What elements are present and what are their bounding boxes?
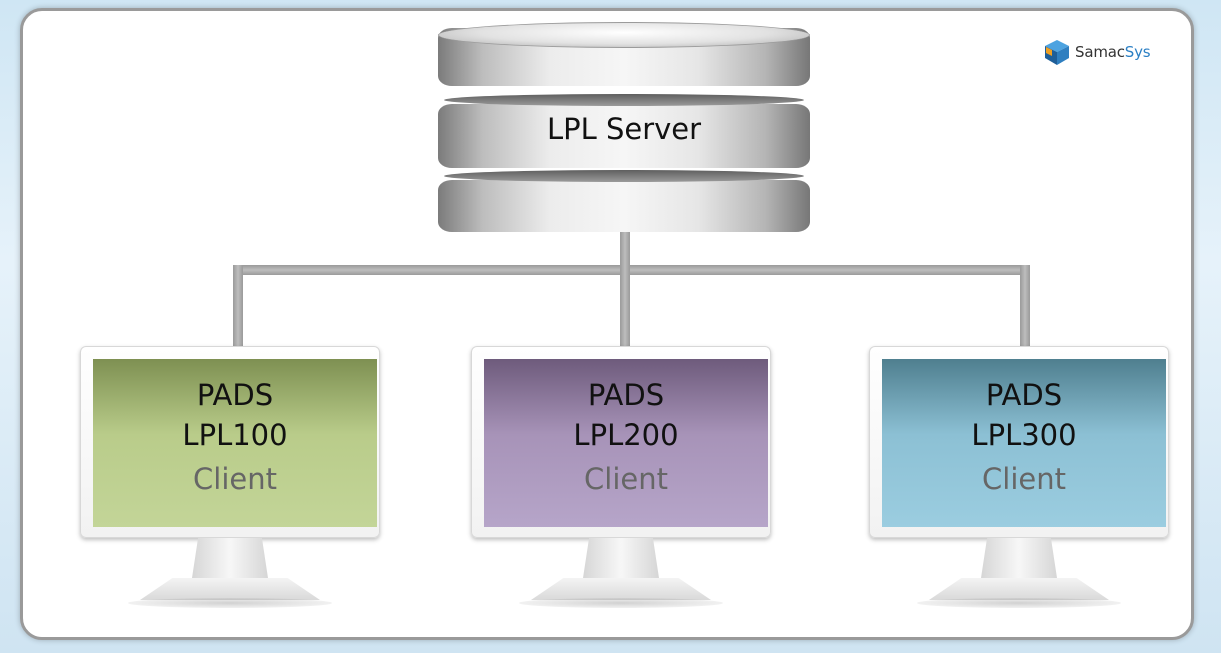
client-model: LPL200 [573,418,679,452]
client-monitor-lpl300: PADS LPL300 Client [869,346,1169,614]
monitor-bezel: PADS LPL200 Client [471,346,771,538]
monitor-neck [192,538,268,578]
connector-drop-3 [1020,265,1030,347]
server-top-cap [438,22,810,48]
client-role: Client [584,462,668,496]
connector-drop-1 [233,265,243,347]
monitor-foot [140,578,320,600]
client-model: LPL100 [182,418,288,452]
client-title: PADS [985,378,1063,412]
monitor-screen: PADS LPL100 Client [93,359,377,527]
monitor-foot [929,578,1109,600]
server-disk-middle [438,104,810,168]
monitor-neck [981,538,1057,578]
monitor-bezel: PADS LPL100 Client [80,346,380,538]
server-disk-separator [444,170,804,182]
monitor-screen: PADS LPL200 Client [484,359,768,527]
monitor-shadow [519,598,723,608]
connector-bus [233,265,1030,275]
monitor-shadow [128,598,332,608]
client-title: PADS [587,378,665,412]
server-disk-separator [444,94,804,106]
server-disk-bottom [438,180,810,232]
client-role: Client [193,462,277,496]
monitor-bezel: PADS LPL300 Client [869,346,1169,538]
samacsys-logo: SamacSys [1043,38,1151,66]
samacsys-cube-icon [1045,40,1069,65]
client-title: PADS [196,378,274,412]
logo-text-part2: Sys [1124,43,1151,61]
lpl-server-icon: LPL Server [438,22,810,234]
monitor-shadow [917,598,1121,608]
client-model: LPL300 [971,418,1077,452]
monitor-neck [583,538,659,578]
monitor-foot [531,578,711,600]
server-label: LPL Server [546,112,702,146]
logo-text-part1: Samac [1075,43,1125,61]
client-monitor-lpl100: PADS LPL100 Client [80,346,380,614]
monitor-screen: PADS LPL300 Client [882,359,1166,527]
client-role: Client [982,462,1066,496]
connector-trunk [620,232,630,274]
connector-drop-2 [620,265,630,347]
logo-text: SamacSys [1075,43,1151,61]
client-monitor-lpl200: PADS LPL200 Client [471,346,771,614]
